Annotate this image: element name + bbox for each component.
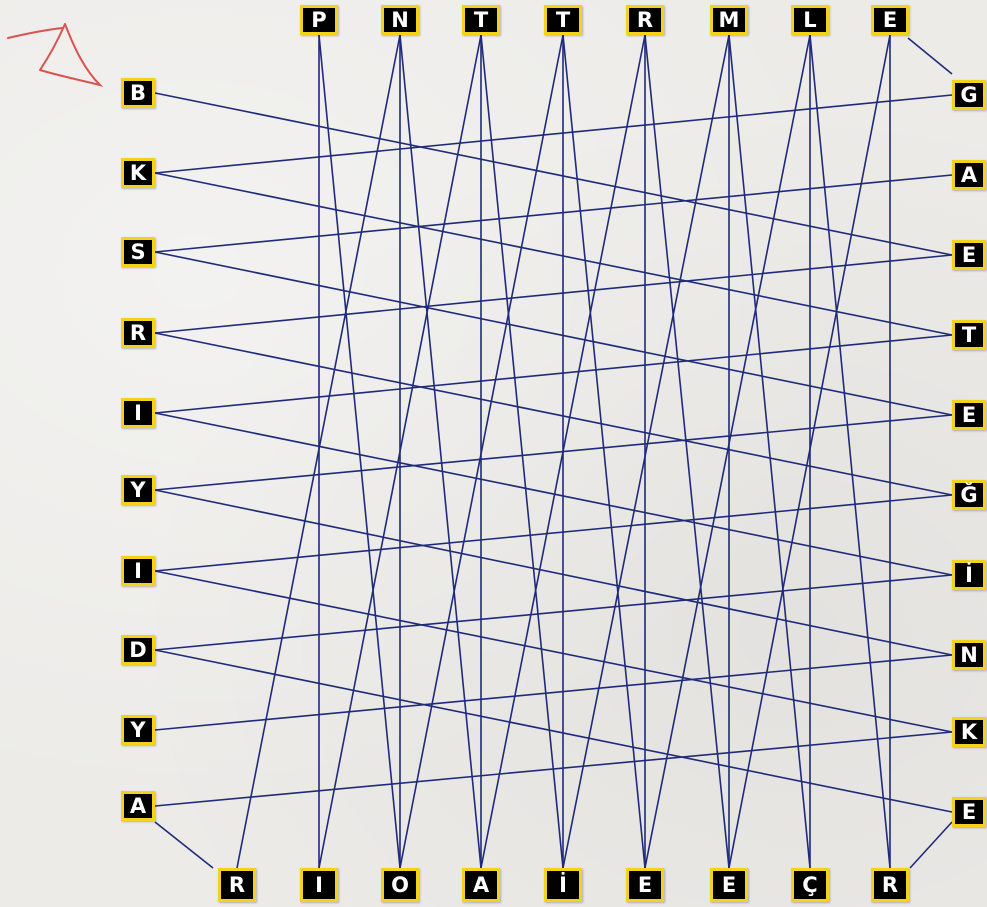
letter-tile-left: A: [121, 791, 155, 821]
letter-tile-top: P: [300, 5, 338, 35]
letter-tile-bottom: A: [462, 868, 500, 902]
connection-line: [563, 35, 645, 868]
letter-tile-right: İ: [952, 560, 986, 590]
letter-tile-right: T: [952, 320, 986, 350]
connection-line: [481, 35, 563, 868]
letter-tile-bottom: Ç: [791, 868, 829, 902]
letter-tile-bottom: I: [300, 868, 338, 902]
letter-tile-right: E: [952, 400, 986, 430]
letter-tile-left: I: [121, 398, 155, 428]
connection-line: [155, 173, 952, 335]
letter-tile-left: K: [121, 158, 155, 188]
letter-tile-left: Y: [121, 715, 155, 745]
letter-tile-bottom: O: [381, 868, 419, 902]
triangle-arrow-icon: [8, 24, 100, 85]
letter-tile-left: R: [121, 318, 155, 348]
letter-tile-left: S: [121, 237, 155, 267]
letter-tile-top: E: [871, 5, 909, 35]
connection-line: [155, 175, 952, 252]
connection-line: [155, 333, 952, 495]
connection-line: [155, 571, 952, 732]
connection-line: [155, 415, 952, 490]
connection-line: [155, 575, 952, 650]
letter-tile-top: M: [710, 5, 748, 35]
letter-tile-bottom: İ: [544, 868, 582, 902]
letter-tile-right: K: [952, 717, 986, 747]
connection-line: [563, 35, 729, 868]
letter-tile-top: L: [791, 5, 829, 35]
line-group: [155, 35, 952, 868]
letter-tile-bottom: R: [218, 868, 256, 902]
letter-tile-left: B: [121, 78, 155, 108]
connection-line: [155, 413, 952, 575]
connection-line: [155, 495, 952, 571]
letter-tile-bottom: E: [710, 868, 748, 902]
letter-tile-bottom: E: [626, 868, 664, 902]
letter-tile-right: E: [952, 240, 986, 270]
connection-line: [155, 655, 952, 730]
connection-line: [155, 93, 952, 255]
connection-line: [155, 490, 952, 655]
letter-tile-right: E: [952, 797, 986, 827]
letter-tile-right: N: [952, 640, 986, 670]
letter-tile-left: I: [121, 556, 155, 586]
letter-tile-top: T: [544, 5, 582, 35]
letter-tile-left: Y: [121, 475, 155, 505]
letter-tile-top: T: [462, 5, 500, 35]
connection-line: [319, 35, 400, 868]
connection-line: [908, 38, 952, 74]
connection-line: [155, 822, 213, 868]
connection-line: [910, 822, 952, 868]
letter-tile-left: D: [121, 635, 155, 665]
letter-tile-right: A: [952, 160, 986, 190]
letter-tile-top: N: [381, 5, 419, 35]
connection-line: [645, 35, 729, 868]
letter-tile-top: R: [626, 5, 664, 35]
connection-line: [645, 35, 810, 868]
connection-line: [400, 35, 481, 868]
connection-line: [155, 335, 952, 413]
letter-tile-right: Ğ: [952, 480, 986, 510]
letter-tile-right: G: [952, 80, 986, 110]
connection-line: [155, 95, 952, 173]
connection-line: [810, 35, 890, 868]
letter-tile-bottom: R: [871, 868, 909, 902]
